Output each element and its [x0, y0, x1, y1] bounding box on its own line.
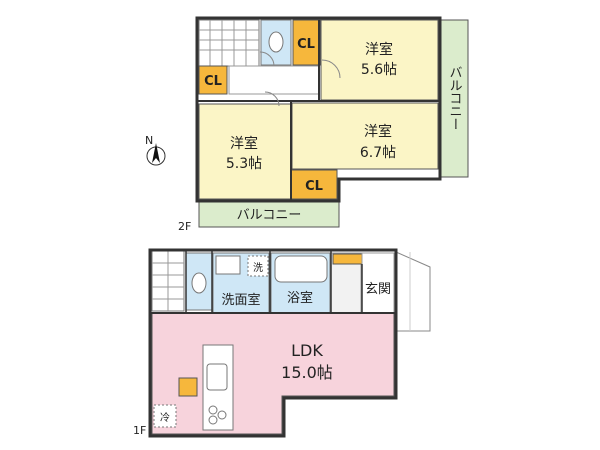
door-swing-2f-2 — [264, 91, 280, 107]
entrance-label: 玄関 — [365, 282, 391, 297]
room-w-name: 洋室 — [230, 135, 258, 152]
storage-box — [178, 377, 198, 397]
closet-2f-3 — [290, 169, 338, 200]
walls-2f — [195, 16, 442, 203]
stove-burner-icon-2 — [208, 415, 218, 425]
closet-2f-2-label: CL — [204, 74, 222, 89]
north-label: N — [145, 134, 153, 147]
room-w-size: 5.3帖 — [226, 156, 262, 172]
level-2f-label: 2F — [178, 220, 191, 233]
entrance-porch — [395, 251, 431, 332]
balcony-east — [439, 19, 469, 178]
shoe-closet — [332, 253, 364, 265]
toilet-2f-bowl — [268, 31, 284, 53]
room-se — [291, 102, 439, 170]
bathtub — [274, 255, 328, 283]
closet-2f-2 — [198, 65, 228, 95]
ldk — [151, 312, 395, 435]
closet-2f-3-label: CL — [305, 179, 323, 194]
level-1f-label: 1F — [133, 424, 146, 437]
toilet-1f-bowl — [191, 272, 207, 294]
walls-1f — [148, 248, 398, 438]
closet-2f-1-label: CL — [297, 37, 315, 52]
closet-2f-1 — [292, 19, 321, 66]
kitchen-sink — [206, 363, 228, 391]
compass: N — [145, 134, 166, 166]
room-ne — [320, 19, 439, 101]
room-ne-size: 5.6帖 — [361, 62, 397, 78]
fridge-mark: 冷 — [160, 411, 170, 424]
ldk-size: 15.0帖 — [281, 363, 333, 382]
balcony-south-label: バルコニー — [237, 208, 302, 223]
bathroom-label: 浴室 — [287, 290, 313, 306]
ldk-name: LDK — [291, 341, 323, 360]
washroom-label: 洗面室 — [221, 292, 260, 308]
hall-2f — [228, 65, 320, 95]
stove-burner-icon-3 — [217, 410, 227, 420]
balcony-south — [198, 199, 340, 228]
door-swing-2f-1 — [321, 59, 341, 79]
stairs-1f — [151, 250, 185, 312]
stove-burner-icon — [208, 405, 218, 415]
room-se-size: 6.7帖 — [360, 145, 396, 161]
room-ne-name: 洋室 — [365, 41, 393, 58]
fridge-spot — [153, 404, 177, 428]
floor-1f: 洗面室 浴室 玄関 洗 冷 LDK 15.0帖 1F — [133, 248, 431, 438]
washer-mark: 洗 — [253, 262, 263, 274]
entrance — [361, 252, 395, 314]
floor-2f: 洋室 5.6帖 洋室 5.3帖 洋室 6.7帖 CL CL CL バルコニー バ… — [178, 16, 469, 233]
north-arrow-icon — [152, 143, 160, 163]
balcony-east-label: バルコニー — [447, 66, 463, 131]
door-swing-2f-3 — [259, 51, 275, 67]
washer-spot — [247, 255, 269, 277]
stairs-2f — [198, 19, 260, 67]
washroom-sink — [215, 255, 241, 275]
room-se-name: 洋室 — [364, 123, 392, 140]
